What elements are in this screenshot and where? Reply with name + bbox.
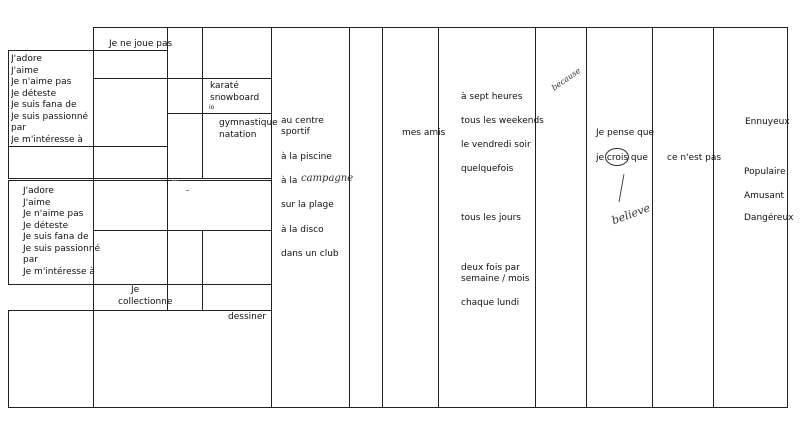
- grid-line: [167, 27, 168, 310]
- grid-line: [93, 27, 788, 28]
- scan-speck: [172, 180, 178, 184]
- place-sportif: sportif: [281, 127, 310, 137]
- grid-line: [8, 146, 168, 147]
- phrase: Je déteste: [11, 88, 57, 99]
- grid-line: [652, 27, 653, 407]
- phrase: Je n'aime pas: [11, 77, 72, 87]
- grid-line: [202, 27, 203, 178]
- grid-line: [8, 178, 271, 179]
- word: collectionne: [118, 296, 173, 307]
- phrase-list-2: J'adore J'aime Je n'aime pas Je déteste …: [23, 186, 100, 278]
- negation: ce n'est pas: [667, 153, 722, 163]
- sport: gymnastique: [219, 118, 278, 128]
- phrase: J'adore: [11, 54, 42, 64]
- with-whom: mes amis: [402, 128, 446, 138]
- arrow-annotation: [618, 174, 625, 202]
- phrase: Je déteste: [23, 220, 69, 231]
- time-sept-heures: à sept heures: [461, 92, 523, 102]
- phrase: Je n'aime pas: [23, 209, 84, 219]
- grid-line: [8, 50, 168, 51]
- phrase: Je suis passionné: [23, 243, 101, 254]
- phrase: Je m'intéresse à: [23, 266, 95, 277]
- sports-small-text: io: [209, 104, 215, 111]
- phrase: par: [11, 123, 26, 133]
- adjective-ennuyeux: Ennuyeux: [745, 117, 790, 127]
- time-semaine-mois: semaine / mois: [461, 274, 530, 284]
- phrase: par: [23, 255, 38, 265]
- sports-list-2: gymnastique natation: [219, 118, 278, 141]
- grid-line: [713, 27, 714, 407]
- phrase: Je suis fana de: [11, 100, 77, 110]
- time-chaque-lundi: chaque lundi: [461, 298, 520, 308]
- sport: snowboard: [210, 92, 260, 103]
- grid-line: [8, 180, 271, 181]
- grid-line: [438, 27, 439, 407]
- je-collectionne: Je collectionne: [103, 285, 172, 308]
- grid-line: [93, 230, 271, 231]
- sport: natation: [219, 129, 257, 140]
- time-deux-fois: deux fois par: [461, 263, 520, 273]
- je-ne-joue-pas: Je ne joue pas: [109, 39, 173, 49]
- place-disco: à la disco: [281, 225, 324, 235]
- place-club: dans un club: [281, 249, 339, 259]
- phrase: Je suis passionné: [11, 111, 89, 122]
- handwritten-because: because: [550, 66, 583, 93]
- phrase: J'aime: [23, 197, 51, 208]
- grid-line: [382, 27, 383, 407]
- grid-line: [93, 78, 271, 79]
- phrase: J'adore: [23, 186, 54, 196]
- grid-line: [8, 180, 9, 284]
- grid-line: [787, 27, 788, 407]
- grid-line: [535, 27, 536, 407]
- dessiner: dessiner: [228, 312, 267, 322]
- grid-line: [8, 407, 788, 408]
- sport: karaté: [210, 81, 239, 91]
- handwritten-believe: believe: [610, 201, 652, 228]
- word: Je: [131, 285, 140, 295]
- scan-speck: [186, 190, 189, 191]
- grid-line: [8, 310, 271, 311]
- grid-line: [8, 50, 9, 178]
- grid-line: [168, 113, 271, 114]
- circle-annotation: [605, 148, 629, 166]
- phrase: Je suis fana de: [23, 232, 89, 242]
- adjective-dangereux: Dangéreux: [744, 213, 794, 223]
- grid-line: [586, 27, 587, 407]
- time-tous-les-jours: tous les jours: [461, 213, 521, 223]
- place-piscine: à la piscine: [281, 152, 332, 162]
- place-au-centre: au centre: [281, 116, 324, 126]
- phrase-list-1: J'adore J'aime Je n'aime pas Je déteste …: [11, 54, 88, 146]
- place-plage: sur la plage: [281, 200, 334, 210]
- time-weekends: tous les weekends: [461, 116, 544, 126]
- sports-list: karaté snowboard: [210, 81, 259, 104]
- phrase: J'aime: [11, 65, 39, 76]
- grid-line: [93, 27, 94, 407]
- grid-line: [349, 27, 350, 407]
- adjective-populaire: Populaire: [744, 167, 786, 177]
- time-vendredi: le vendredi soir: [461, 140, 531, 150]
- opinion-je-pense: Je pense que: [596, 128, 655, 138]
- phrase: Je m'intéresse à: [11, 134, 83, 145]
- handwritten-campagne: campagne: [301, 173, 354, 184]
- grid-line: [8, 310, 9, 407]
- grid-line: [202, 230, 203, 310]
- time-quelquefois: quelquefois: [461, 164, 514, 174]
- grid-line: [271, 27, 272, 407]
- adjective-amusant: Amusant: [744, 191, 785, 201]
- place-a-la: à la: [281, 176, 298, 186]
- grid-line: [8, 284, 271, 285]
